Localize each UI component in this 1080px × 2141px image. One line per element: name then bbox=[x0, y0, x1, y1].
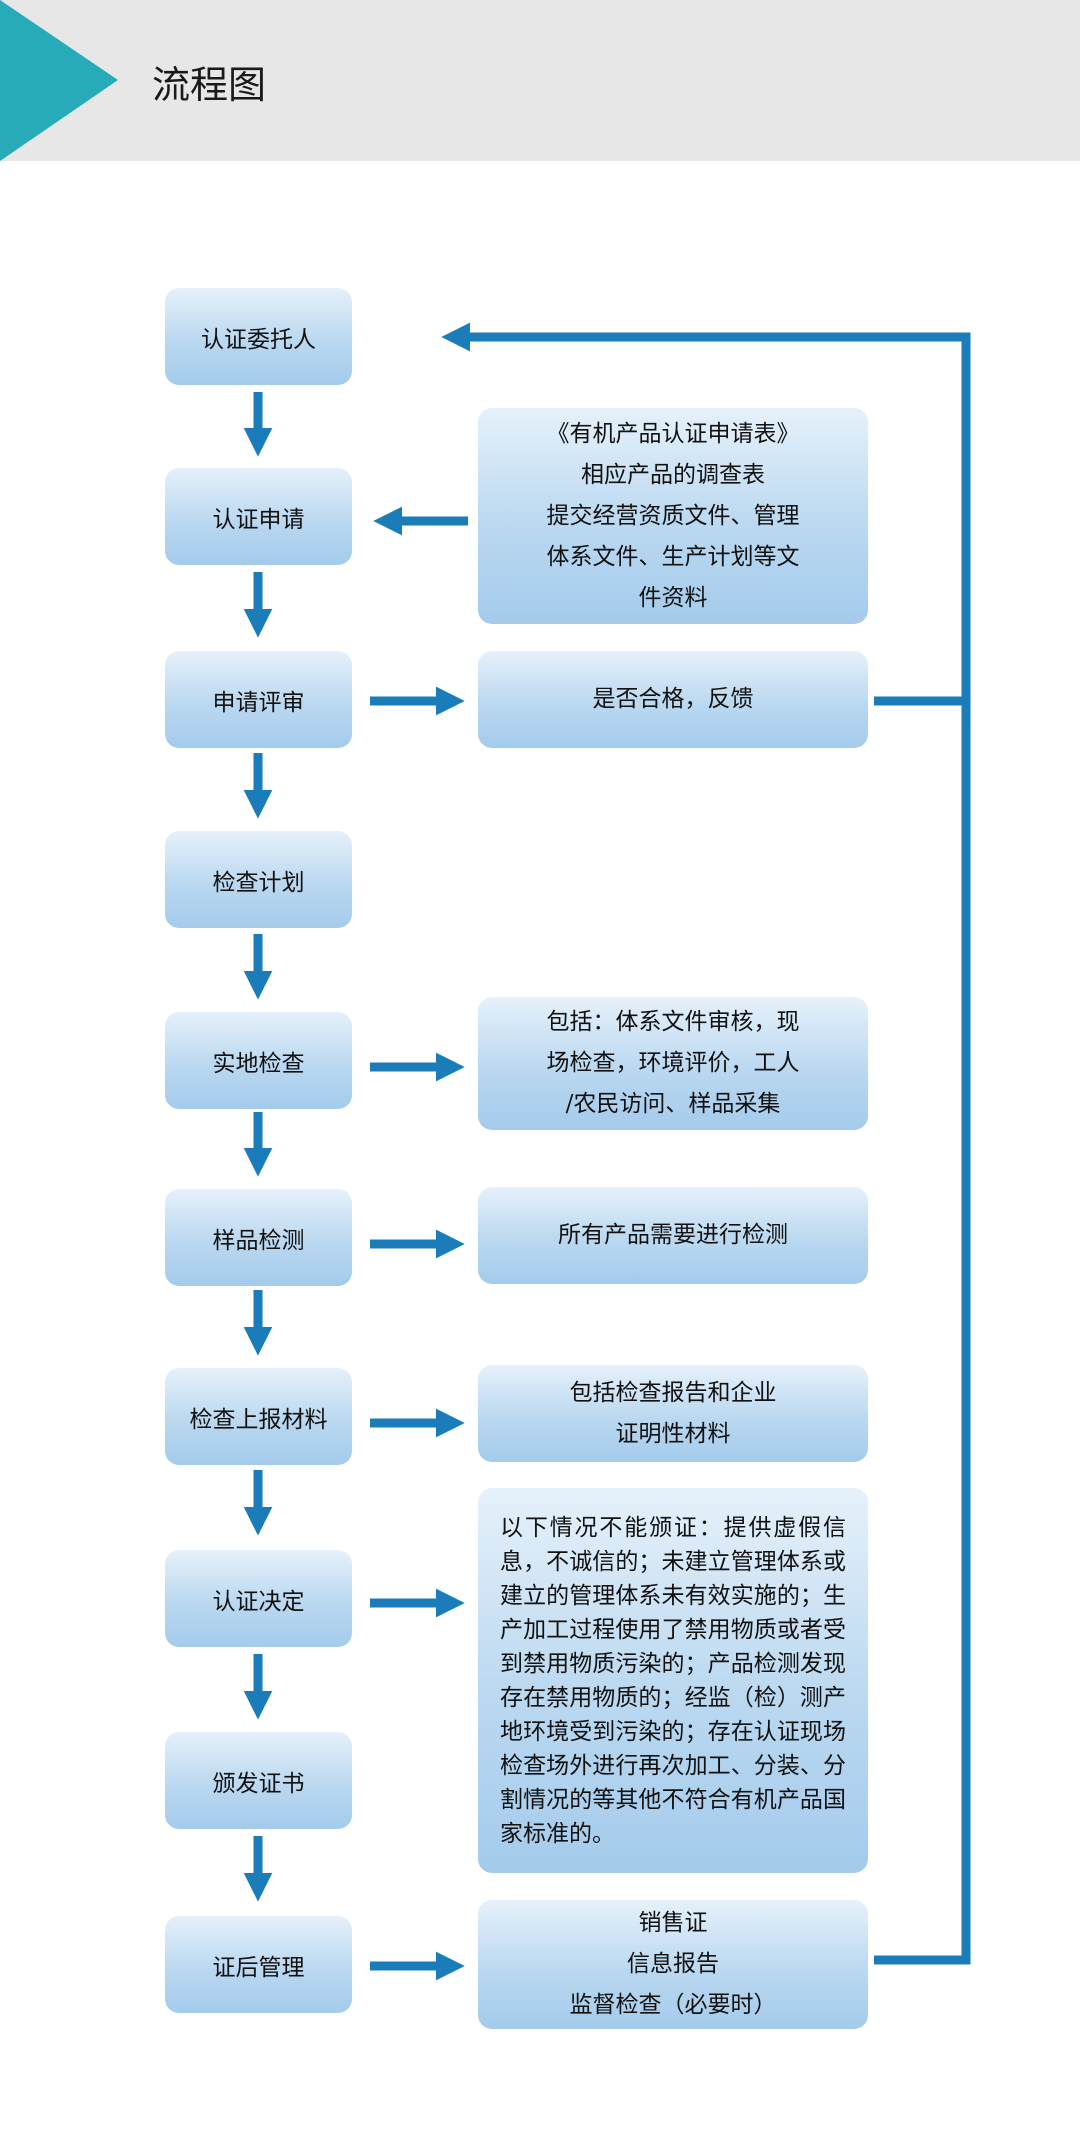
note-report-line: 证明性材料 bbox=[615, 1420, 731, 1447]
note-post-line: 信息报告 bbox=[627, 1951, 719, 1977]
step-application: 认证申请 bbox=[165, 468, 352, 565]
note-inspection-line: 包括：体系文件审核，现 bbox=[546, 1009, 800, 1035]
note-post-line: 销售证 bbox=[638, 1910, 708, 1936]
step-post-management: 证后管理 bbox=[165, 1916, 352, 2013]
feedback-loop-line bbox=[441, 322, 971, 1965]
note-review: 是否合格，反馈 bbox=[478, 651, 868, 748]
note-sampling: 所有产品需要进行检测 bbox=[478, 1187, 868, 1284]
step-plan: 检查计划 bbox=[165, 831, 352, 928]
step-review: 申请评审 bbox=[165, 651, 352, 748]
note-application-line: 相应产品的调查表 bbox=[581, 461, 765, 488]
header-banner: 流程图 bbox=[0, 0, 1080, 161]
step-report: 检查上报材料 bbox=[165, 1368, 352, 1465]
note-inspection-line: /农民访问、样品采集 bbox=[565, 1091, 781, 1117]
note-post-line: 监督检查（必要时） bbox=[569, 1992, 777, 2018]
note-application-line: 提交经营资质文件、管理 bbox=[546, 502, 800, 529]
step-inspection: 实地检查 bbox=[165, 1012, 352, 1109]
note-decision: 以下情况不能颁证：提供虚假信息，不诚信的；未建立管理体系或建立的管理体系未有效实… bbox=[478, 1488, 868, 1873]
note-inspection: 包括：体系文件审核，现 场检查，环境评价，工人 /农民访问、样品采集 bbox=[478, 997, 868, 1130]
step-sampling: 样品检测 bbox=[165, 1189, 352, 1286]
note-report: 包括检查报告和企业 证明性材料 bbox=[478, 1365, 868, 1462]
note-post-management: 销售证 信息报告 监督检查（必要时） bbox=[478, 1900, 868, 2029]
note-application: 《有机产品认证申请表》 相应产品的调查表 提交经营资质文件、管理 体系文件、生产… bbox=[478, 408, 868, 624]
note-application-line: 体系文件、生产计划等文 bbox=[546, 543, 800, 570]
step-decision: 认证决定 bbox=[165, 1550, 352, 1647]
header-triangle-icon bbox=[0, 0, 118, 161]
note-application-line: 《有机产品认证申请表》 bbox=[546, 420, 800, 447]
note-inspection-line: 场检查，环境评价，工人 bbox=[546, 1050, 800, 1076]
page-title: 流程图 bbox=[152, 63, 267, 107]
note-application-line: 件资料 bbox=[638, 584, 708, 611]
step-client: 认证委托人 bbox=[165, 288, 352, 385]
step-certificate: 颁发证书 bbox=[165, 1732, 352, 1829]
note-report-line: 包括检查报告和企业 bbox=[569, 1379, 777, 1406]
